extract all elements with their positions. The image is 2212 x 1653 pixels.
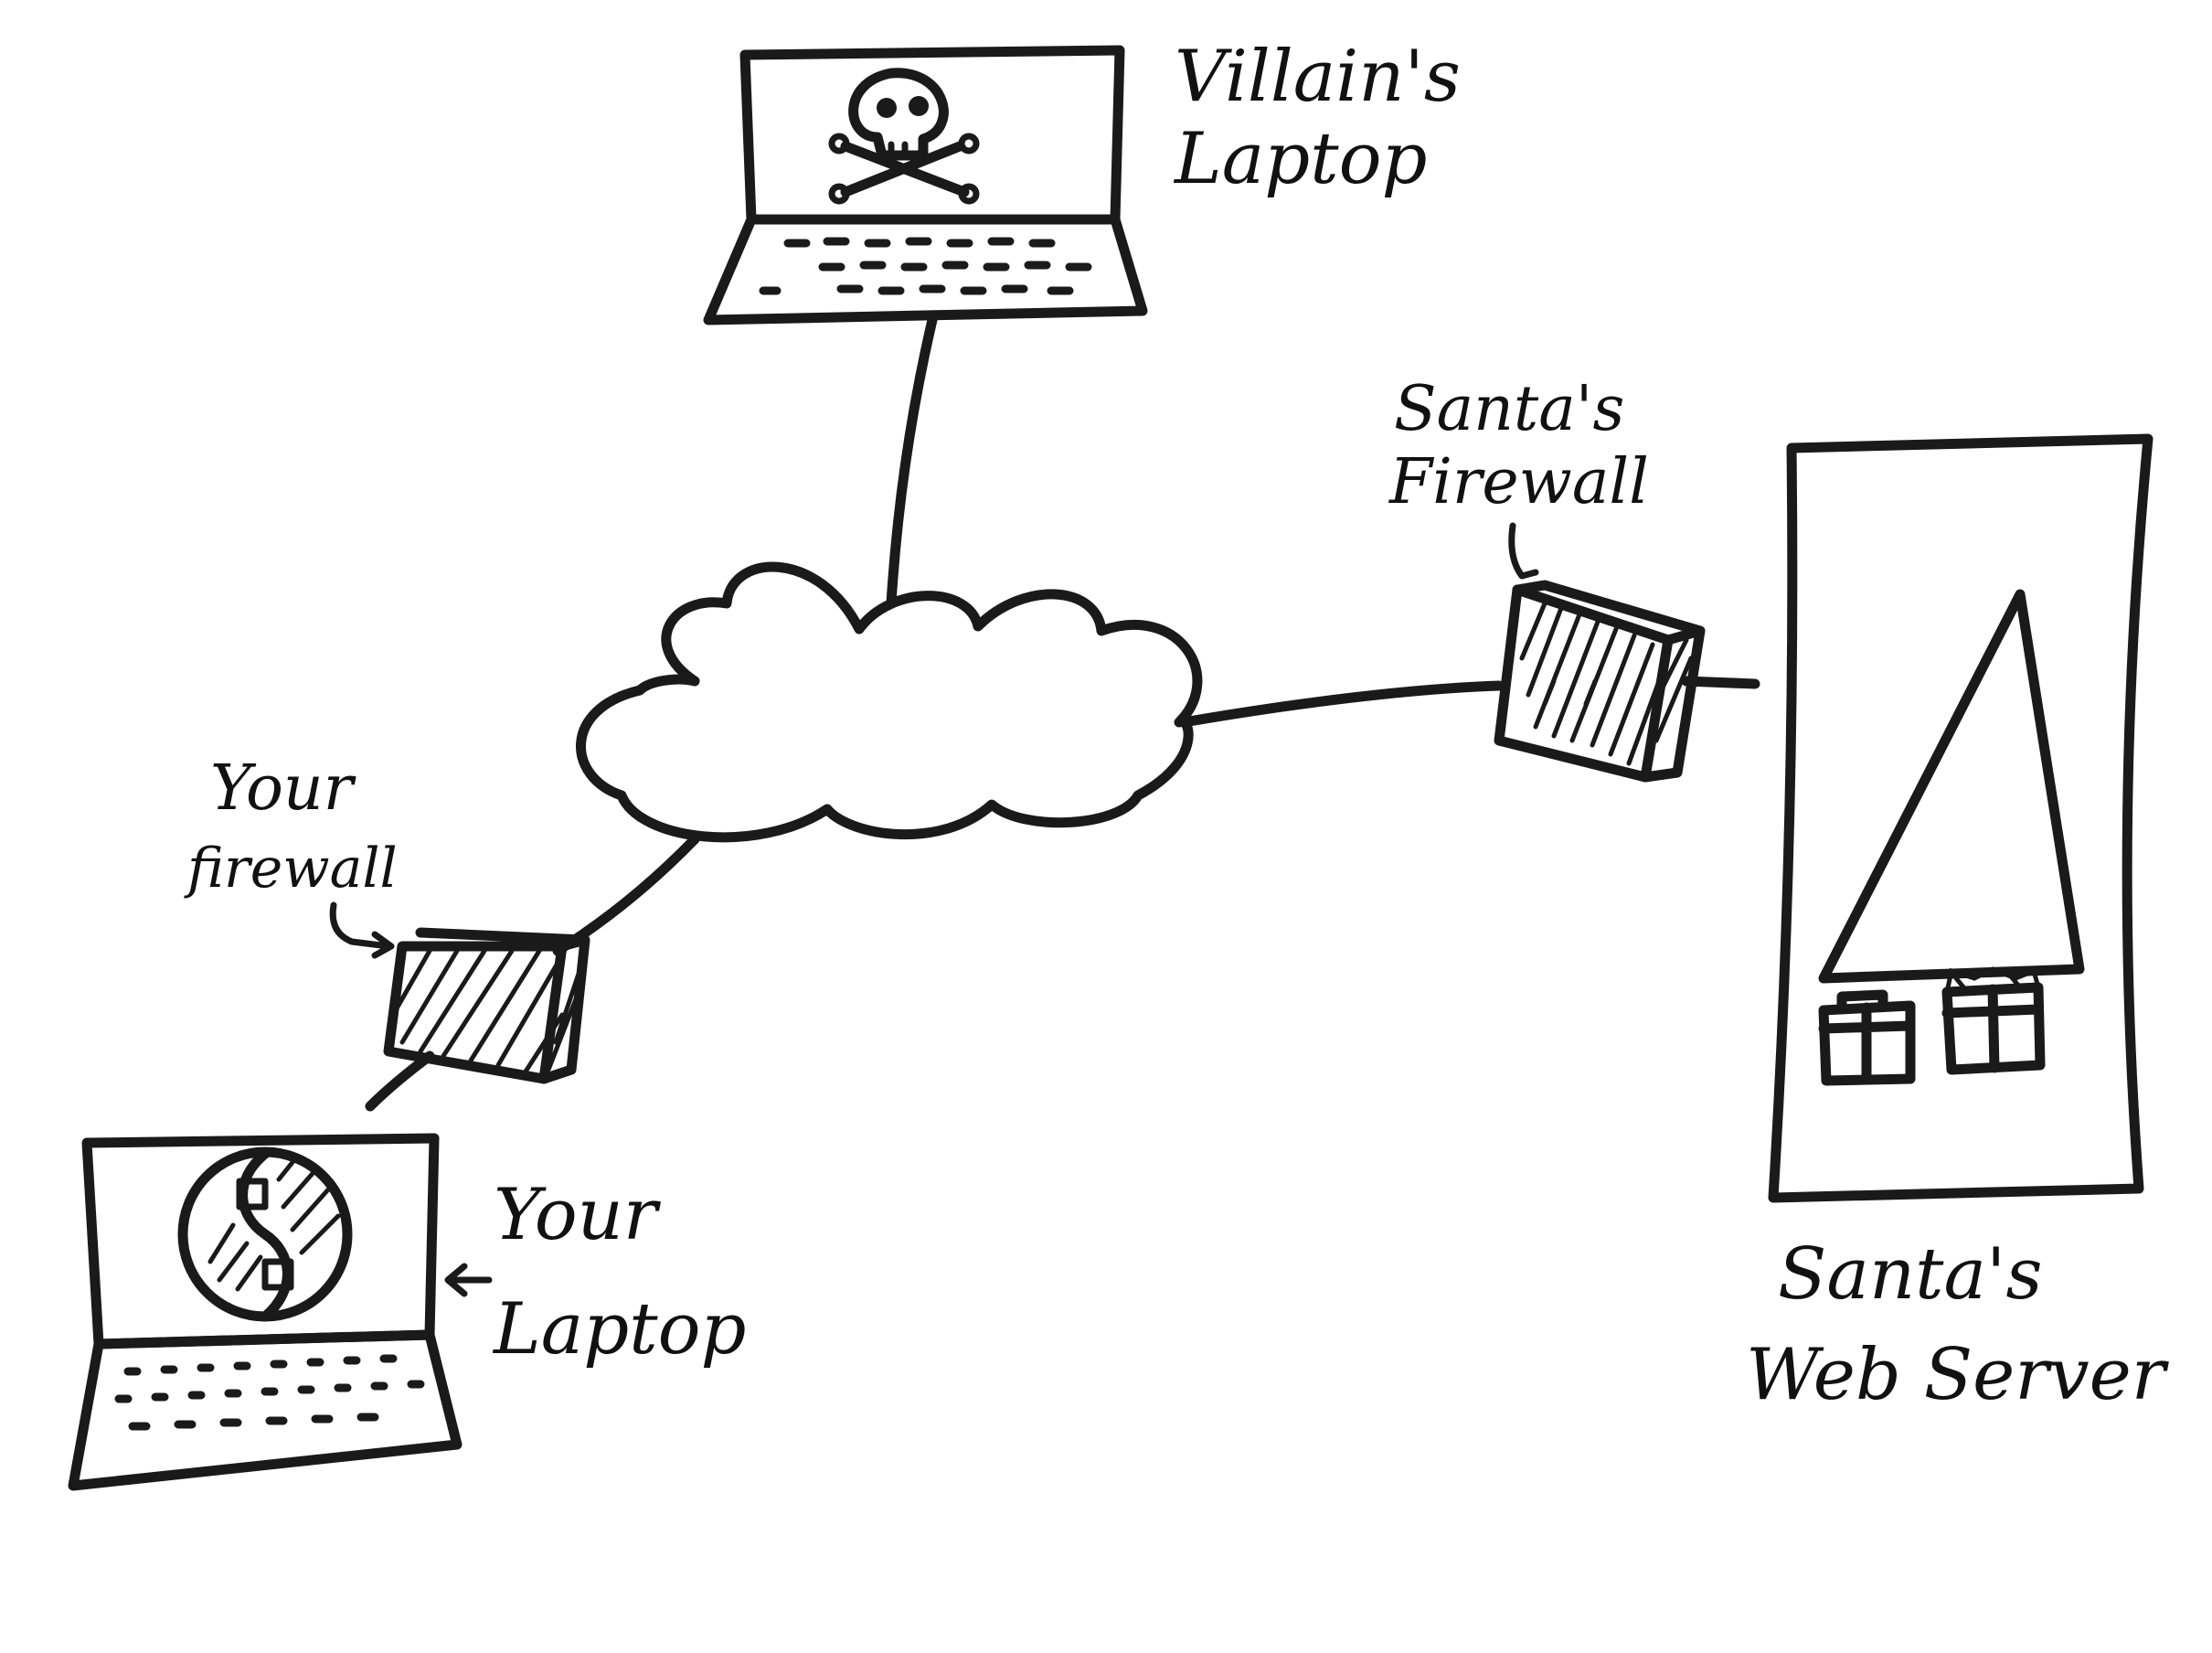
your-firewall-side	[415, 927, 590, 1084]
santa-firewall: Santa's Firewall	[1388, 373, 1706, 783]
villain-laptop-label-line2: Laptop	[1173, 118, 1427, 200]
santa-firewall-pointer	[1508, 522, 1539, 580]
present-left-bow	[1836, 989, 1888, 1013]
your-firewall: Your firewall	[184, 752, 590, 1084]
line-internet-to-your-firewall	[552, 834, 700, 956]
your-laptop-label-line1: Your	[494, 1174, 662, 1256]
santa-web-server: Santa's Web Server	[1746, 433, 2170, 1416]
villain-laptop: Villain's Laptop	[703, 36, 1461, 325]
your-laptop-base	[68, 1329, 463, 1491]
your-firewall-pointer	[329, 901, 395, 959]
skull-crossbones-icon	[828, 68, 980, 205]
villain-laptop-base	[703, 214, 1148, 325]
santa-firewall-label-line2: Firewall	[1388, 446, 1649, 518]
your-firewall-label-line2: firewall	[184, 837, 398, 901]
your-firewall-hatching	[390, 948, 586, 1074]
your-laptop-keyboard	[114, 1354, 425, 1431]
santa-server-label-line1: Santa's	[1778, 1233, 2043, 1316]
santa-firewall-side	[1512, 580, 1706, 783]
internet-cloud	[576, 561, 1203, 843]
santa-server-label-line2: Web Server	[1746, 1334, 2170, 1416]
line-internet-to-santa-firewall	[1178, 680, 1505, 728]
present-right-bow	[1944, 966, 2041, 995]
python-logo-icon	[177, 1146, 353, 1322]
christmas-tree-presents-icon	[1818, 589, 2085, 1086]
line-your-firewall-to-laptop	[365, 1050, 435, 1112]
villain-laptop-label-line1: Villain's	[1175, 36, 1461, 118]
line-villain-to-internet	[886, 315, 938, 609]
santa-server-box	[1768, 433, 2154, 1203]
villain-laptop-keyboard	[759, 237, 1092, 295]
your-laptop-label-line2: Laptop	[492, 1288, 746, 1370]
santa-firewall-hatching	[1519, 601, 1694, 766]
your-firewall-label-line1: Your	[210, 752, 356, 825]
present-left	[1818, 1000, 1916, 1086]
christmas-tree	[1818, 589, 2085, 984]
line-santa-firewall-to-server	[1681, 676, 1760, 689]
santa-firewall-label-line1: Santa's	[1394, 373, 1624, 445]
your-laptop: Your Laptop	[68, 1133, 746, 1491]
present-right	[1941, 982, 2046, 1075]
your-laptop-pointer	[444, 1263, 493, 1297]
